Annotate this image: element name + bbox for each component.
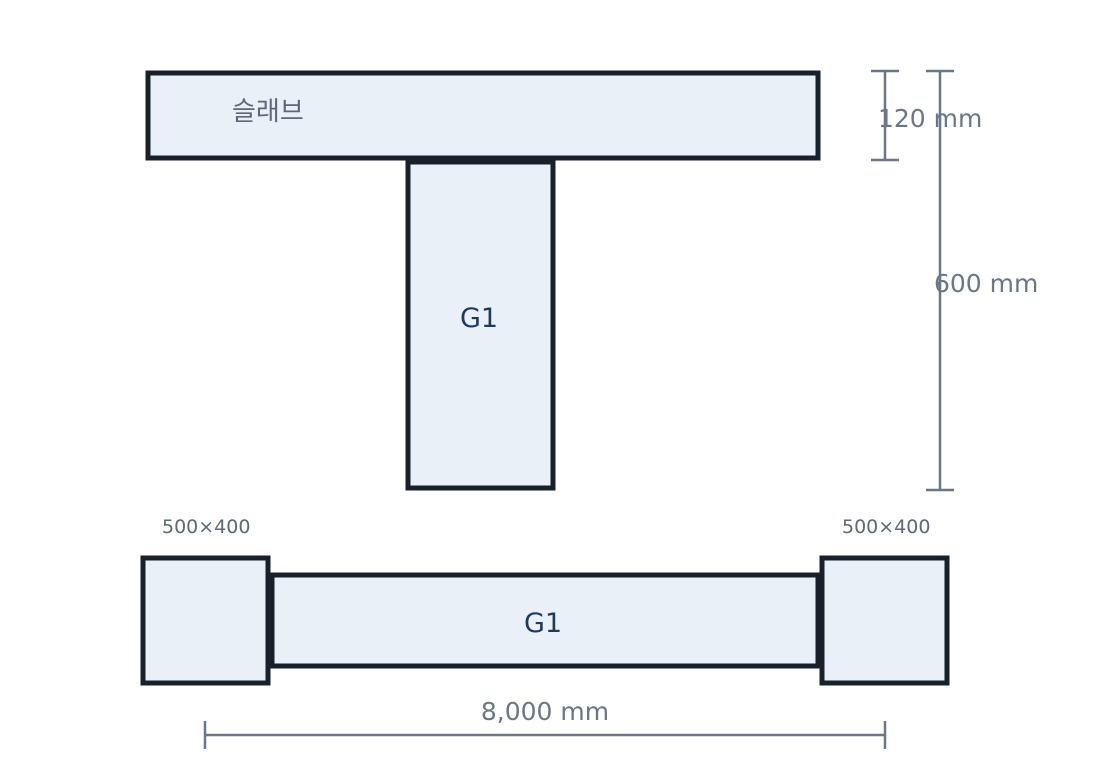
right-column xyxy=(819,555,950,686)
left-column-size-label: 500×400 xyxy=(162,516,250,538)
right-joint xyxy=(816,573,824,668)
girder-section-label: G1 xyxy=(460,303,498,334)
slab-thickness-dimension: 120 mm xyxy=(871,69,982,162)
girder-elevation-label: G1 xyxy=(524,608,562,639)
girder-web xyxy=(405,159,556,491)
slab xyxy=(145,70,821,161)
left-column xyxy=(140,555,271,686)
beam-elevation: 500×400 500×400 G1 xyxy=(140,516,950,686)
girder-depth-dimension: 600 mm xyxy=(926,69,1038,492)
girder-depth-label: 600 mm xyxy=(934,269,1038,298)
slab-label: 슬래브 xyxy=(232,97,304,127)
span-label: 8,000 mm xyxy=(481,697,609,726)
left-joint xyxy=(266,573,274,668)
t-beam-section: 슬래브 G1 xyxy=(145,70,821,491)
slab-web-joint xyxy=(406,156,555,164)
slab-thickness-label: 120 mm xyxy=(878,104,982,133)
right-column-size-label: 500×400 xyxy=(842,516,930,538)
span-dimension: 8,000 mm xyxy=(203,697,887,749)
